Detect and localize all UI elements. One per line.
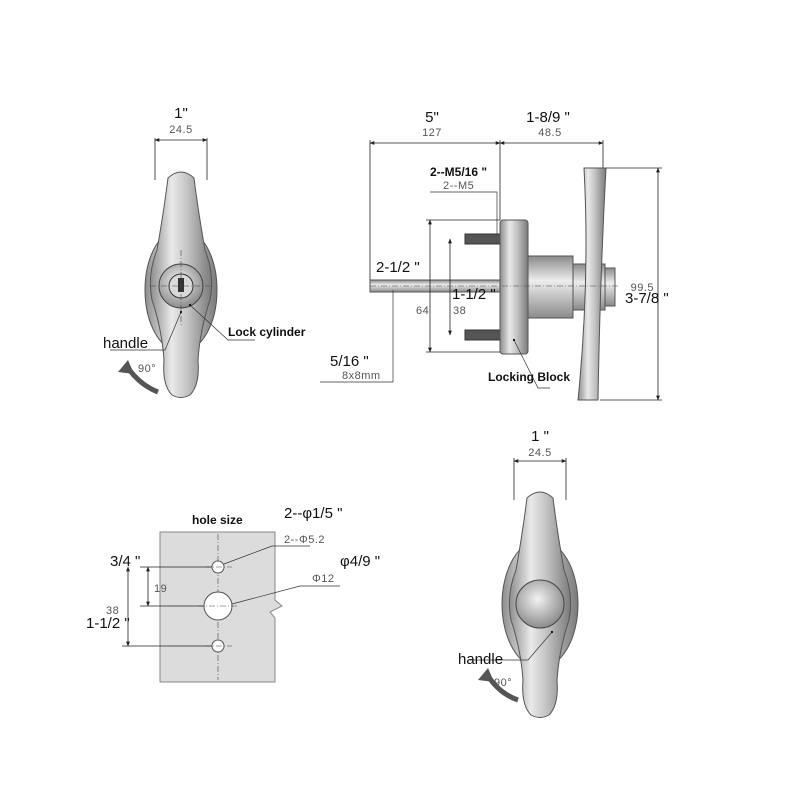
small-hole-imperial: 2--φ1/5 " bbox=[284, 505, 342, 522]
rear-width-metric: 24.5 bbox=[528, 447, 551, 459]
side-screw-imperial: 2--M5/16 " bbox=[430, 165, 487, 179]
hole-size-title: hole size bbox=[192, 513, 243, 527]
side-length-imperial: 5" bbox=[425, 109, 439, 126]
side-view: 5" 127 1-8/9 " 48.5 2--M5/16 " 2--M5 64 … bbox=[320, 109, 669, 401]
side-shaft-size-metric: 8x8mm bbox=[342, 370, 381, 382]
side-handle-height-imperial: 3-7/8 " bbox=[625, 290, 669, 307]
spacing-imperial: 1-1/2 " bbox=[86, 615, 130, 632]
side-shaft-length-imperial: 2-1/2 " bbox=[376, 259, 420, 276]
side-locking-block-label: Locking Block bbox=[488, 370, 570, 384]
side-screw-bottom bbox=[464, 329, 502, 341]
side-screw-spacing-imperial: 1-1/2 " bbox=[452, 286, 496, 303]
side-shaft-size-imperial: 5/16 " bbox=[330, 353, 369, 370]
side-handle-height-metric: 99.5 bbox=[631, 282, 654, 294]
side-screw-top bbox=[464, 233, 502, 245]
side-handle-height-dimension: 99.5 3-7/8 " bbox=[600, 167, 669, 401]
side-cylinder-housing bbox=[527, 255, 574, 319]
front-handle-label: handle bbox=[103, 335, 148, 352]
spacing-metric: 38 bbox=[106, 605, 119, 617]
side-block-height-dimension: 64 38 1-1/2 " bbox=[416, 219, 500, 353]
side-length-metric: 127 bbox=[422, 127, 442, 139]
front-lock-cylinder-label: Lock cylinder bbox=[228, 325, 306, 339]
rear-rotation-label: 90° bbox=[494, 677, 512, 689]
big-hole-metric: Φ12 bbox=[312, 573, 335, 585]
rear-handle-label: handle bbox=[458, 651, 503, 668]
side-cylinder-cap bbox=[604, 267, 616, 307]
rear-boss bbox=[515, 579, 565, 629]
side-length-dimension: 5" 127 1-8/9 " 48.5 bbox=[369, 109, 604, 285]
half-spacing-imperial: 3/4 " bbox=[110, 553, 140, 570]
hole-size-view: hole size 2--φ1/5 " 2--Φ5.2 φ4/9 " Φ12 1… bbox=[86, 505, 380, 683]
small-hole-metric: 2--Φ5.2 bbox=[284, 534, 325, 546]
front-rotation-label: 90° bbox=[138, 363, 156, 375]
side-screw-metric: 2--M5 bbox=[443, 180, 474, 192]
front-width-imperial: 1" bbox=[174, 105, 188, 122]
front-width-dimension: 1" 24.5 bbox=[154, 105, 208, 180]
rear-view: 1 " 24.5 handle 90° bbox=[458, 428, 579, 718]
side-head-depth-metric: 48.5 bbox=[538, 127, 561, 139]
half-spacing-metric: 19 bbox=[154, 583, 167, 595]
side-screw-spacing-metric: 38 bbox=[453, 305, 466, 317]
side-handle-profile bbox=[577, 167, 607, 401]
side-block-height-metric: 64 bbox=[416, 305, 429, 317]
front-width-metric: 24.5 bbox=[169, 124, 192, 136]
rear-width-imperial: 1 " bbox=[531, 428, 549, 445]
side-locking-block bbox=[499, 219, 529, 355]
big-hole-imperial: φ4/9 " bbox=[340, 553, 380, 570]
rear-width-dimension: 1 " 24.5 bbox=[513, 428, 567, 500]
side-head-depth-imperial: 1-8/9 " bbox=[526, 109, 570, 126]
front-view: 1" 24.5 Lock cylinder handle 90° bbox=[103, 105, 306, 398]
